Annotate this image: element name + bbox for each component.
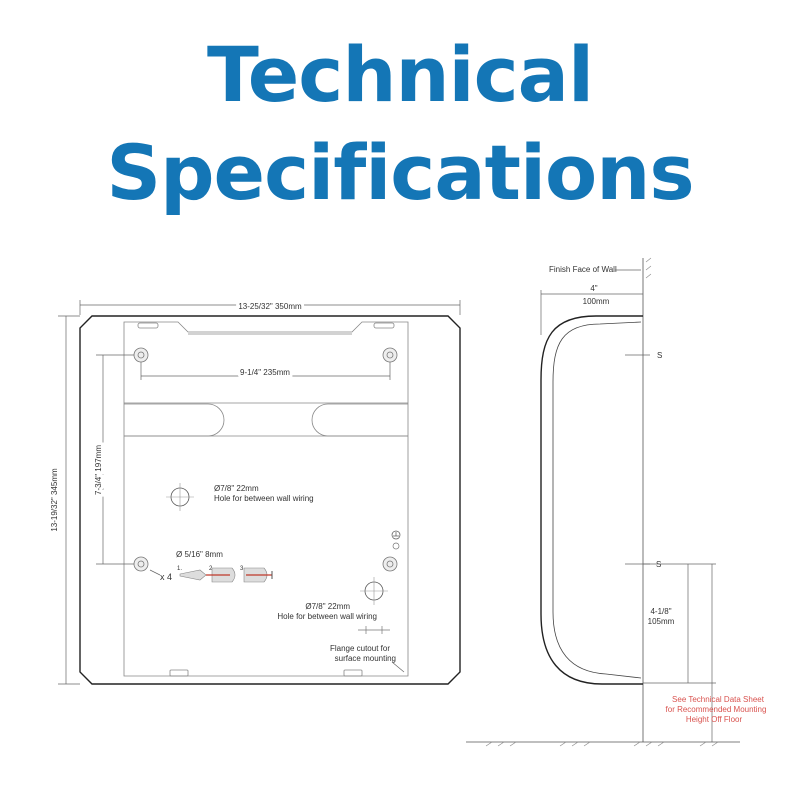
side-view: Finish Face of Wall 4" 100mm S S 4-1/8" … xyxy=(466,257,767,747)
plate-cutout-right xyxy=(311,403,408,437)
back-plate-outline xyxy=(123,321,409,677)
wall-label: Finish Face of Wall xyxy=(549,265,617,274)
ground-icon xyxy=(391,530,401,540)
wall-hatch xyxy=(645,257,652,279)
sensor-bottom-label: S xyxy=(656,560,661,569)
mounting-height-note: See Technical Data Sheet for Recommended… xyxy=(666,695,767,724)
anchor-step-3-icon xyxy=(243,567,273,583)
step-1-label: 1. xyxy=(177,566,182,572)
overall-width-label: 13-25/32" 350mm xyxy=(238,302,302,311)
bottom-tab-left xyxy=(169,669,189,677)
floor-hatch xyxy=(485,741,719,747)
depth-mm-label: 100mm xyxy=(583,297,610,306)
anchor-size-label: Ø 5/16" 8mm xyxy=(176,550,223,559)
anchor-step-1-icon xyxy=(179,569,207,581)
anchor-step-2-icon xyxy=(206,567,236,583)
wiring-hole-2-size: Ø7/8" 22mm xyxy=(305,602,350,611)
plate-cutout-left xyxy=(124,403,225,437)
wiring-hole-1-size: Ø7/8" 22mm xyxy=(214,484,259,493)
bottom-dim-in-label: 4-1/8" xyxy=(650,607,671,616)
wiring-hole-1-note: Hole for between wall wiring xyxy=(214,494,314,503)
flange-leader xyxy=(391,661,405,673)
anchor-leader xyxy=(149,569,161,576)
flange-note-line-2: surface mounting xyxy=(335,654,396,663)
hole-spacing-h-label: 9-1/4" 235mm xyxy=(240,368,290,377)
page-title-line-1: Technical xyxy=(207,30,594,119)
note-line-1: See Technical Data Sheet xyxy=(672,695,765,704)
anchor-count-label: x 4 xyxy=(160,572,172,582)
wiring-hole-1 xyxy=(166,483,194,511)
front-view: 13-25/32" 350mm 13-19/32" 345mm xyxy=(50,299,461,685)
overall-height-label: 13-19/32" 345mm xyxy=(50,468,59,532)
cable-icon xyxy=(358,626,390,634)
bottom-dim-mm-label: 105mm xyxy=(648,617,675,626)
note-line-2: for Recommended Mounting xyxy=(666,705,767,714)
wiring-hole-2 xyxy=(360,577,388,605)
mounting-hole-bottom-left xyxy=(133,556,149,572)
page-title-line-2: Specifications xyxy=(106,128,694,217)
step-3-label: 3. xyxy=(240,566,245,572)
step-2-label: 2. xyxy=(209,566,214,572)
mounting-hole-top-right xyxy=(382,347,398,363)
terminal-icon xyxy=(392,542,400,550)
dryer-side-inner xyxy=(552,321,642,679)
flange-note-line-1: Flange cutout for xyxy=(330,644,390,653)
depth-in-label: 4" xyxy=(590,284,597,293)
top-slot-right xyxy=(373,322,395,329)
wiring-hole-2-note: Hole for between wall wiring xyxy=(277,612,377,621)
top-slot-left xyxy=(137,322,159,329)
dryer-front-outline xyxy=(79,315,461,685)
bottom-tab-right xyxy=(343,669,363,677)
dryer-side-outline xyxy=(540,315,643,685)
sensor-top-label: S xyxy=(657,351,662,360)
note-line-3: Height Off Floor xyxy=(686,715,743,724)
mounting-hole-bottom-right xyxy=(382,556,398,572)
mounting-hole-top-left xyxy=(133,347,149,363)
hole-spacing-v-label: 7-3/4" 197mm xyxy=(94,445,103,495)
